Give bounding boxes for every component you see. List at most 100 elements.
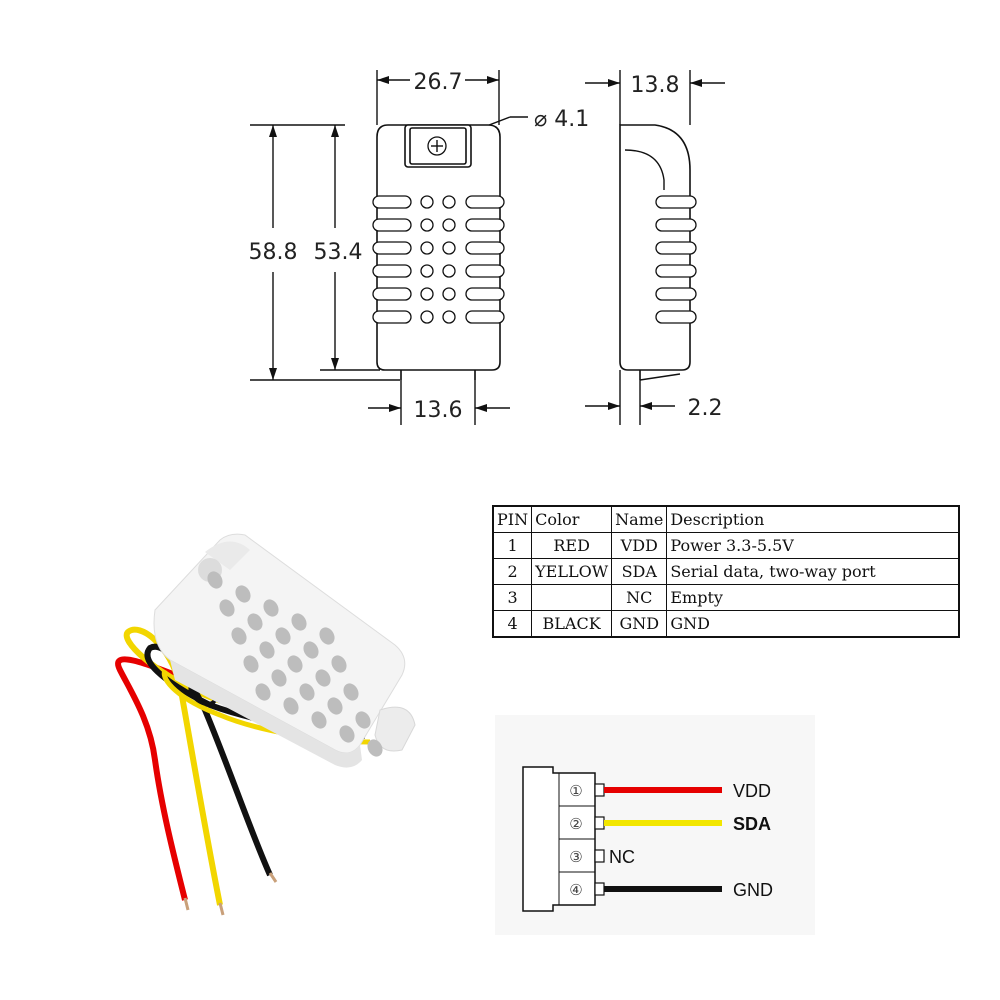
svg-text:13.6: 13.6	[414, 398, 463, 423]
cell-color: RED	[531, 532, 613, 559]
vent-hole	[299, 683, 315, 701]
vent-slot	[655, 218, 697, 232]
cell-pin: 3	[492, 584, 533, 611]
total-height-dimension: 58.8	[249, 125, 298, 380]
svg-text:13.8: 13.8	[631, 73, 680, 98]
vent-hole	[231, 627, 247, 645]
vent-hole	[259, 641, 275, 659]
cell-name: NC	[611, 584, 668, 611]
vent-slot	[655, 241, 697, 255]
cell-description: Empty	[666, 584, 960, 611]
table-row: 2 YELLOW SDA Serial data, two-way port	[492, 558, 960, 585]
pin-contact	[594, 849, 605, 863]
vent-slot	[465, 218, 505, 232]
cell-pin: 4	[492, 610, 533, 638]
vent-hole	[235, 585, 251, 603]
vent-hole	[442, 241, 456, 255]
vent-slot	[655, 287, 697, 301]
pin-label-nc: NC	[609, 847, 635, 867]
cell-pin: 2	[492, 558, 533, 585]
cell-name: GND	[611, 610, 668, 638]
header-pin: PIN	[492, 505, 533, 533]
pin-contact	[594, 783, 605, 797]
sensor-photo	[115, 533, 416, 916]
vent-hole	[287, 655, 303, 673]
pin-depth-dimension: 2.2	[585, 396, 723, 421]
vent-hole	[243, 655, 259, 673]
svg-text:26.7: 26.7	[414, 70, 463, 95]
vent-slot	[372, 287, 412, 301]
vent-slot	[372, 218, 412, 232]
cell-color	[531, 584, 613, 611]
connector-diagram: ① VDD ② SDA ③ NC ④ GND	[495, 715, 815, 935]
sensor-housing	[153, 533, 416, 768]
vent-slot	[465, 241, 505, 255]
vent-hole	[247, 613, 263, 631]
table-row: 3 NC Empty	[492, 584, 960, 611]
vent-hole	[311, 711, 327, 729]
svg-text:53.4: 53.4	[314, 240, 363, 265]
vent-hole	[420, 195, 434, 209]
header-description: Description	[666, 505, 960, 533]
vent-hole	[442, 195, 456, 209]
vent-hole	[271, 669, 287, 687]
header-color: Color	[531, 505, 613, 533]
vent-hole	[442, 264, 456, 278]
vent-hole	[339, 725, 355, 743]
vent-hole	[291, 613, 307, 631]
pin-label-gnd: GND	[733, 880, 773, 900]
table-row: 1 RED VDD Power 3.3-5.5V	[492, 532, 960, 559]
vent-slot	[465, 310, 505, 324]
vent-slot	[655, 264, 697, 278]
vent-hole	[327, 697, 343, 715]
vent-hole	[255, 683, 271, 701]
vent-hole	[442, 310, 456, 324]
vent-hole	[420, 241, 434, 255]
vent-hole	[420, 218, 434, 232]
pin-offset-dimension: 13.6	[368, 398, 510, 423]
vent-hole	[420, 287, 434, 301]
pin-label-sda: SDA	[733, 814, 771, 834]
vent-hole	[442, 218, 456, 232]
cell-description: GND	[666, 610, 960, 638]
header-name: Name	[611, 505, 668, 533]
cell-description: Power 3.3-5.5V	[666, 532, 960, 559]
connector-housing	[522, 766, 596, 912]
svg-text:⌀ 4.1: ⌀ 4.1	[534, 107, 589, 132]
body-height-dimension: 53.4	[314, 125, 363, 370]
vent-hole	[207, 571, 223, 589]
cell-name: VDD	[611, 532, 668, 559]
vent-hole	[219, 599, 235, 617]
vent-hole	[442, 287, 456, 301]
svg-text:2.2: 2.2	[688, 396, 723, 421]
vent-slot	[465, 264, 505, 278]
vent-slot	[372, 310, 412, 324]
vent-slot	[465, 195, 505, 209]
vent-slot	[372, 195, 412, 209]
pin-number: ①	[569, 782, 582, 800]
vent-slot	[655, 195, 697, 209]
vent-slot	[655, 310, 697, 324]
pin-number: ②	[569, 815, 582, 833]
pin-label-vdd: VDD	[733, 781, 771, 801]
vent-slot	[372, 264, 412, 278]
cell-description: Serial data, two-way port	[666, 558, 960, 585]
side-view	[619, 124, 697, 381]
vent-hole	[319, 627, 335, 645]
cell-pin: 1	[492, 532, 533, 559]
vent-hole	[343, 683, 359, 701]
vent-hole	[275, 627, 291, 645]
pin-table: PIN Color Name Description 1 RED VDD Pow…	[492, 505, 961, 638]
depth-dimension: 13.8	[585, 73, 725, 98]
table-header-row: PIN Color Name Description	[492, 505, 960, 533]
vent-hole	[331, 655, 347, 673]
front-view	[372, 124, 505, 380]
vent-slot	[465, 287, 505, 301]
vent-hole	[303, 641, 319, 659]
svg-text:58.8: 58.8	[249, 240, 298, 265]
vent-hole	[367, 739, 383, 757]
pin-contact	[594, 882, 605, 896]
pin-number: ④	[569, 881, 582, 899]
mechanical-drawing: 26.7 13.8 ⌀ 4.1 58.8 53.4 13.6	[249, 70, 725, 425]
pin-number: ③	[569, 848, 582, 866]
